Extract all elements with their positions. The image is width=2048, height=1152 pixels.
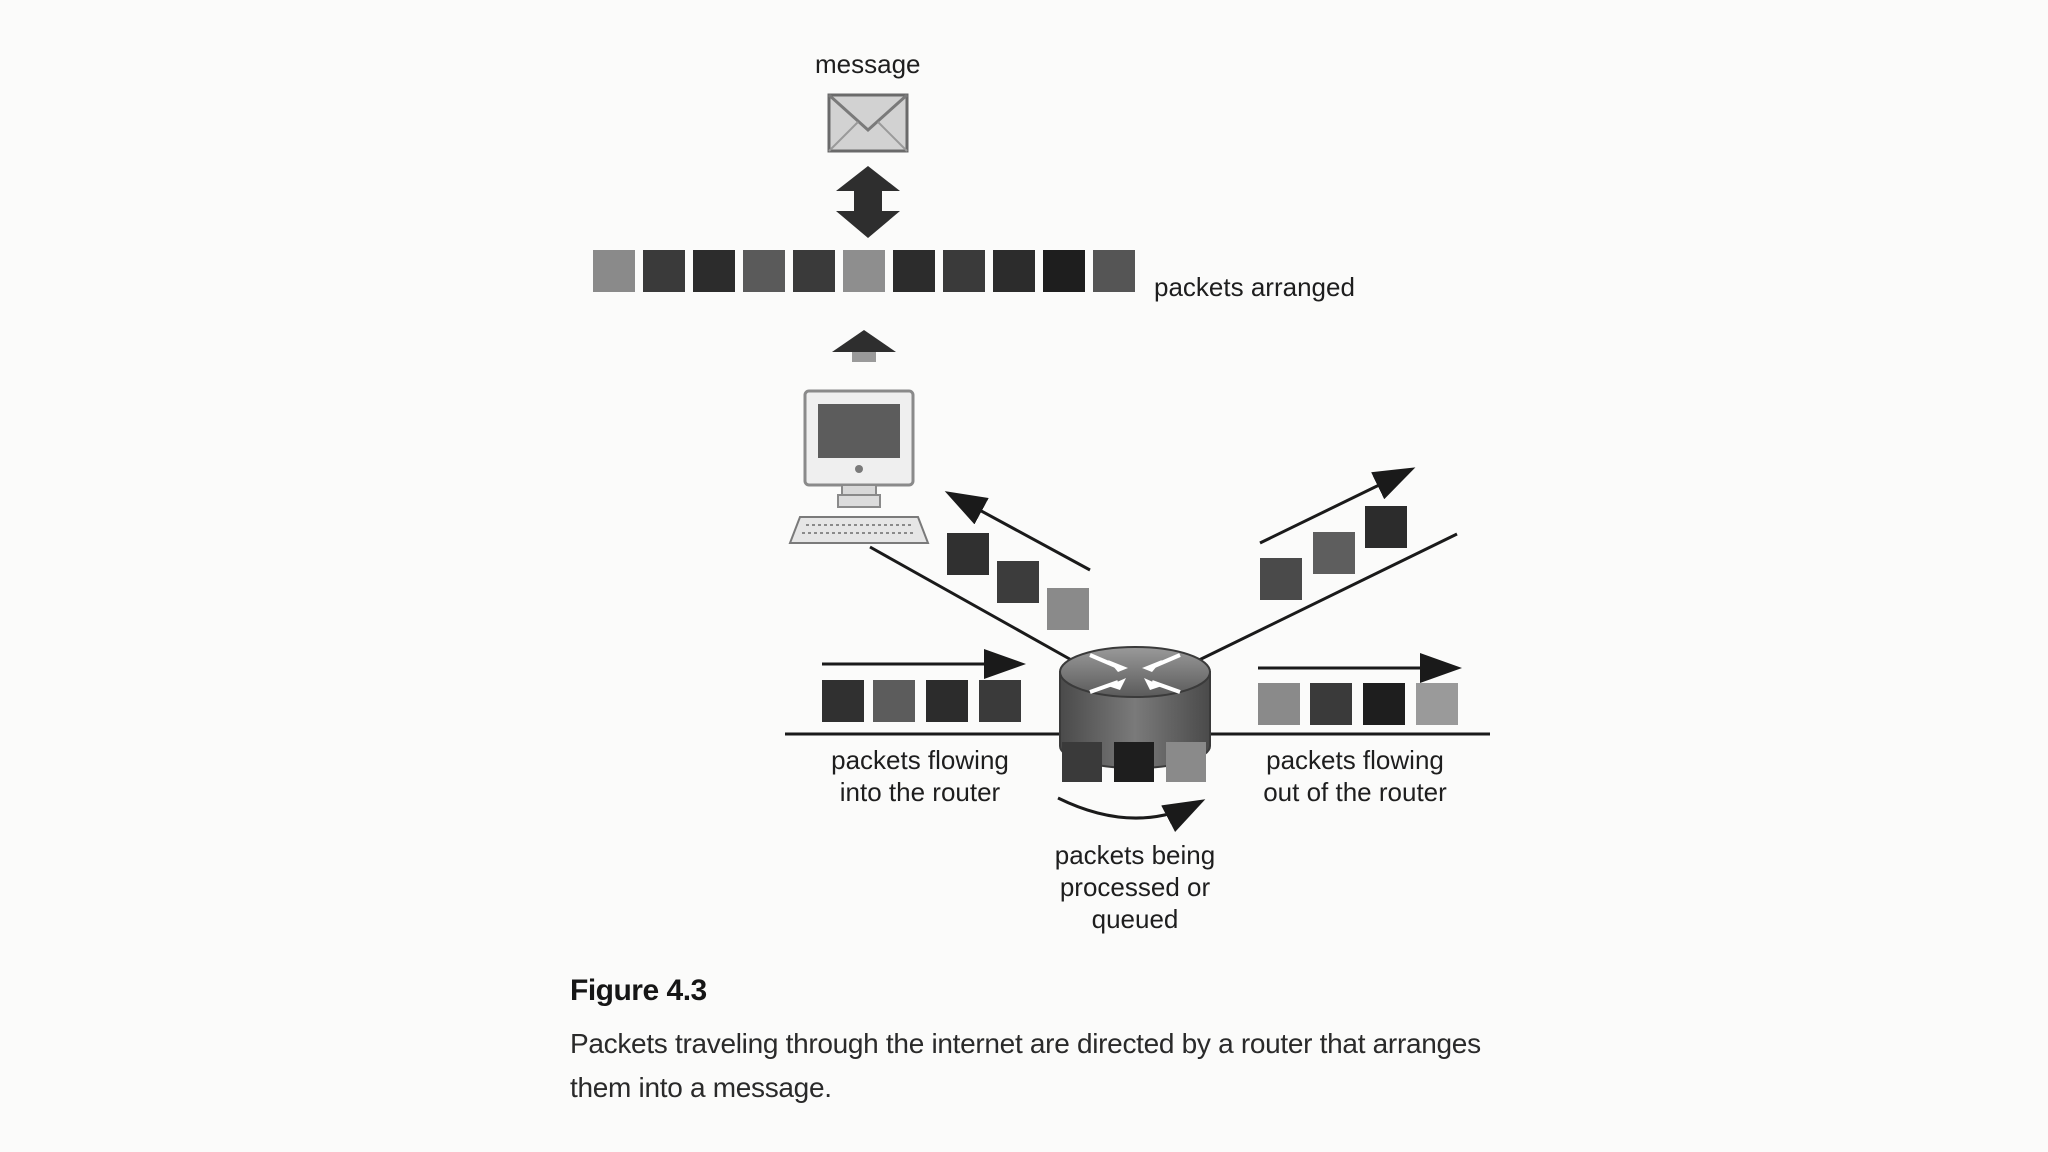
processing-line2: processed or — [1059, 872, 1211, 902]
figure-title: Figure 4.3 — [570, 974, 707, 1007]
flowing-in-label: packets flowing into the router — [815, 744, 1025, 808]
packet — [1093, 250, 1135, 292]
packet — [1043, 250, 1085, 292]
computer-icon — [788, 389, 930, 544]
packet — [1047, 588, 1089, 630]
processing-line3: queued — [1091, 904, 1179, 934]
packet — [1363, 683, 1405, 725]
packet — [947, 533, 989, 575]
packet — [1260, 558, 1302, 600]
processing-line1: packets being — [1054, 840, 1216, 870]
up-arrow-icon — [832, 330, 896, 362]
packet — [873, 680, 915, 722]
packets-processing — [1062, 742, 1206, 782]
packet — [993, 250, 1035, 292]
flowing-out-label: packets flowing out of the router — [1245, 744, 1465, 808]
envelope-icon — [827, 93, 909, 153]
flowing-out-line1: packets flowing — [1266, 745, 1444, 775]
packet — [997, 561, 1039, 603]
packet — [943, 250, 985, 292]
packet — [1416, 683, 1458, 725]
packet — [743, 250, 785, 292]
packet — [693, 250, 735, 292]
flowing-in-line1: packets flowing — [831, 745, 1009, 775]
processing-label: packets being processed or queued — [1030, 839, 1240, 935]
packet — [979, 680, 1021, 722]
packet — [1114, 742, 1154, 782]
packets-to-remote — [1260, 506, 1407, 600]
packet — [1258, 683, 1300, 725]
figure-caption: Packets traveling through the internet a… — [570, 1028, 1481, 1103]
packet — [822, 680, 864, 722]
packet — [643, 250, 685, 292]
double-arrow-icon — [836, 166, 900, 238]
flowing-in-line2: into the router — [839, 777, 1001, 807]
packet — [843, 250, 885, 292]
packet — [793, 250, 835, 292]
packet — [593, 250, 635, 292]
packets-inbound — [822, 680, 1021, 722]
packet — [893, 250, 935, 292]
packet — [1166, 742, 1206, 782]
packet — [1365, 506, 1407, 548]
packets-outbound — [1258, 683, 1458, 725]
message-label: message — [815, 49, 921, 79]
packet — [1310, 683, 1352, 725]
flowing-out-line2: out of the router — [1263, 777, 1447, 807]
packets-to-computer — [947, 533, 1089, 630]
packets-arranged-label: packets arranged — [1154, 272, 1355, 302]
packet — [1062, 742, 1102, 782]
packet — [926, 680, 968, 722]
packets-arranged-row — [593, 250, 1135, 292]
packet — [1313, 532, 1355, 574]
